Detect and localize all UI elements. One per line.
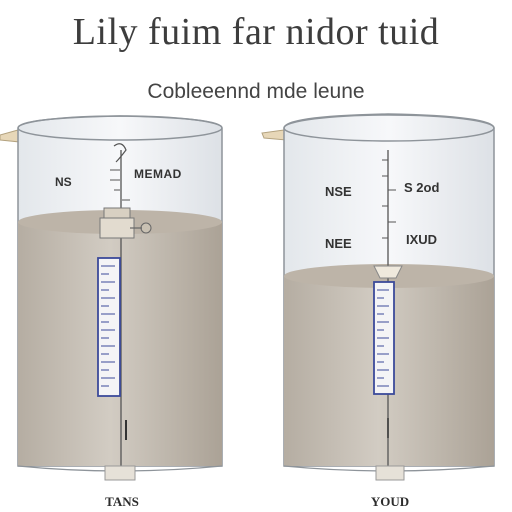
left-beaker-spout [0, 129, 21, 143]
left-beaker [0, 115, 223, 481]
right-label-nse: NSE [325, 184, 352, 199]
right-float [373, 265, 403, 279]
right-label-nee: NEE [325, 236, 352, 251]
right-beaker-caption: YOUD [370, 494, 410, 509]
page-title: Lily fuim far nidor tuid [72, 11, 440, 53]
left-measuring-scale [97, 257, 121, 397]
left-bottom-valve [104, 465, 136, 481]
right-label-2od: S 2od [404, 180, 439, 195]
left-beaker-rim [17, 115, 223, 141]
left-label-memad: MEMAD [134, 167, 182, 181]
left-label-ns: NS [55, 175, 72, 189]
right-beaker-rim [283, 114, 495, 142]
right-beaker [261, 113, 495, 481]
right-label-ixud: IXUD [406, 232, 437, 247]
right-bottom-valve [375, 465, 405, 481]
page-subtitle: Cobleeennd mde leune [147, 80, 365, 103]
left-beaker-caption: TANS [105, 494, 139, 509]
right-beaker-spout [261, 129, 287, 141]
